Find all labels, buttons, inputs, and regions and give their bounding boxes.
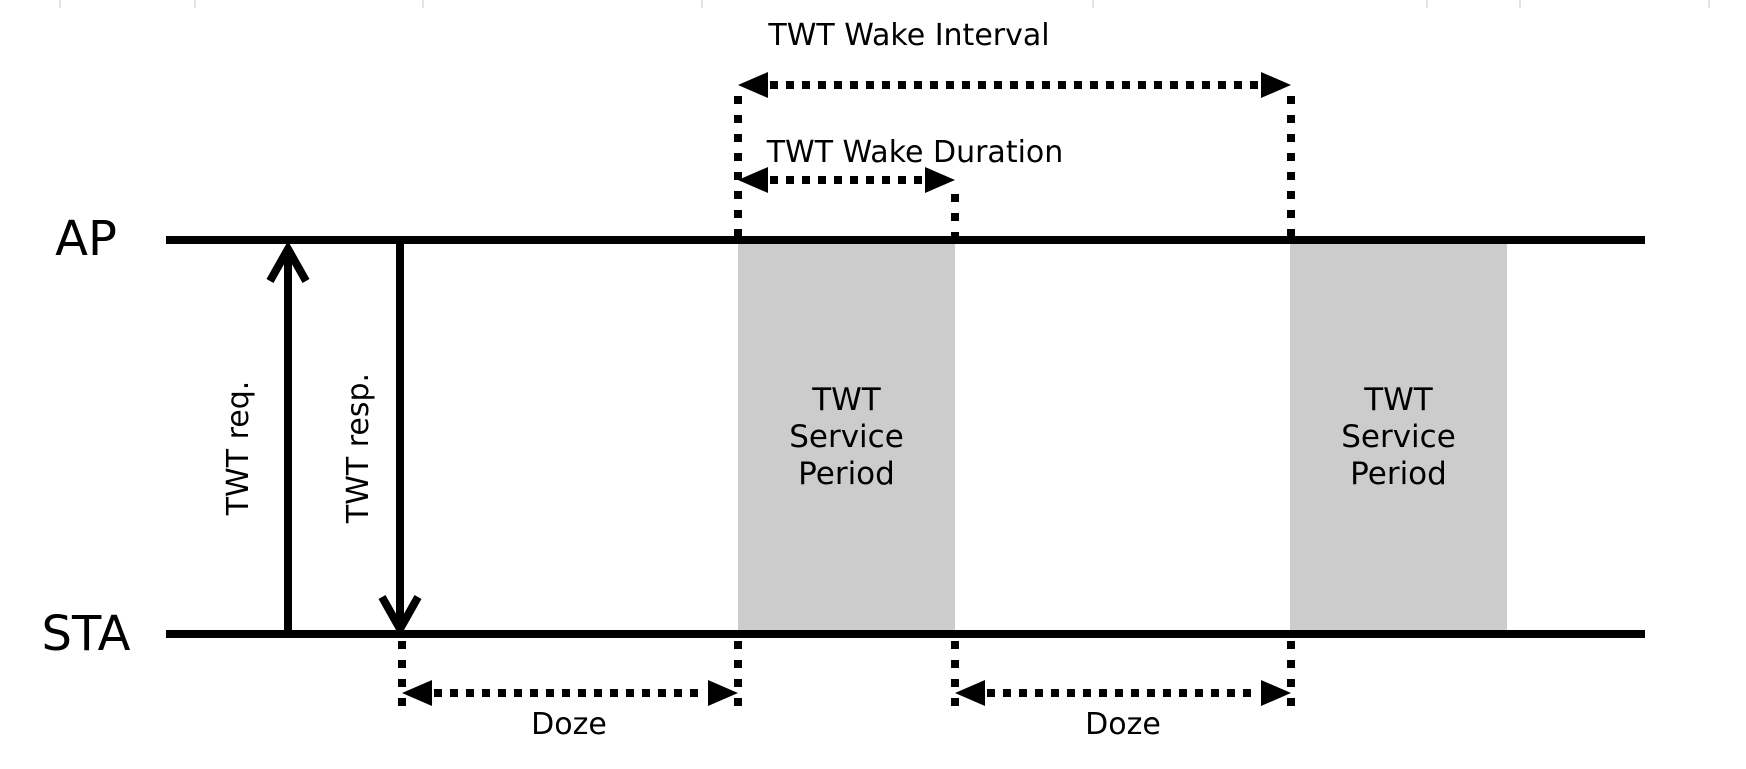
sta-label: STA [41,606,131,662]
wake-interval-arrow [738,72,1291,98]
twt-resp-label: TWT resp. [341,372,376,524]
doze2-arrowhead-left [955,680,985,706]
ap-label: AP [55,211,117,267]
service-period-2-label: TWT Service Period [1341,381,1456,492]
doze1-arrowhead-right [708,680,738,706]
wake-duration-label: TWT Wake Duration [766,135,1064,170]
doze-label-2: Doze [1085,707,1161,742]
wake-interval-label: TWT Wake Interval [768,18,1050,53]
twt-req-arrow [266,240,310,634]
service-period-1-label: TWT Service Period [789,381,904,492]
wake-interval-arrowhead-left [738,72,768,98]
twt-resp-arrow [378,244,422,638]
twt-req-arrowhead [266,240,310,283]
top-edge-artifacts [59,0,1710,8]
twt-req-label: TWT req. [221,380,256,516]
doze-label-1: Doze [531,707,607,742]
wake-guides [734,96,1295,236]
wake-duration-arrowhead-right [925,167,955,193]
doze2-arrowhead-right [1261,680,1291,706]
doze-arrow-1 [402,680,738,706]
doze-arrow-2 [955,680,1291,706]
wake-duration-arrowhead-left [738,167,768,193]
twt-resp-arrowhead [378,595,422,638]
doze1-arrowhead-left [402,680,432,706]
wake-interval-arrowhead-right [1261,72,1291,98]
service-period-2: TWT Service Period [1290,244,1507,630]
wake-duration-arrow [738,167,955,193]
service-period-1: TWT Service Period [738,244,955,630]
